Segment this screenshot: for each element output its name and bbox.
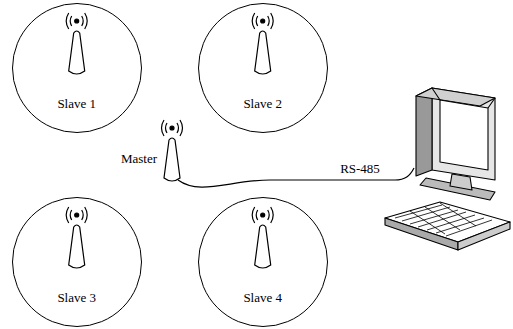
antenna-icon xyxy=(13,198,143,328)
node-label: Slave 3 xyxy=(56,290,97,306)
antenna-icon xyxy=(199,4,329,134)
slave-circle: Slave 3 xyxy=(12,197,142,327)
node-label: Slave 1 xyxy=(56,96,97,112)
node-label: Slave 4 xyxy=(242,290,283,306)
computer-icon xyxy=(385,88,510,250)
node-label: Slave 2 xyxy=(242,96,283,112)
antenna-icon xyxy=(13,4,143,134)
slave-circle: Slave 2 xyxy=(198,3,328,133)
antenna-icon xyxy=(199,198,329,328)
slave-circle: Slave 4 xyxy=(198,197,328,327)
slave-circle: Slave 1 xyxy=(12,3,142,133)
bus-label: RS-485 xyxy=(339,161,381,177)
master-label: Master xyxy=(120,151,158,167)
master-antenna xyxy=(162,120,183,181)
